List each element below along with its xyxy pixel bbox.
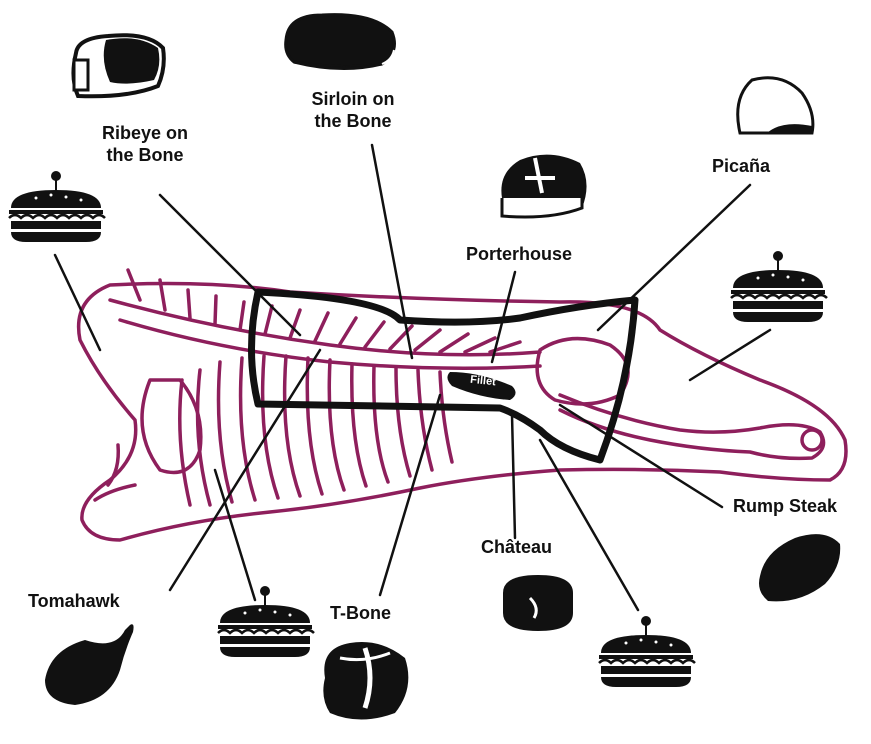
label-sirloin-line-1: Sirloin on [278, 88, 428, 110]
label-rump-steak: Rump Steak [733, 495, 837, 517]
label-sirloin: Sirloin on the Bone [278, 88, 428, 132]
burger-icon [9, 171, 105, 242]
tomahawk-steak-icon [45, 624, 134, 705]
label-ribeye: Ribeye on the Bone [70, 122, 220, 166]
sirloin-steak-icon [286, 15, 395, 69]
rump-steak-icon [759, 534, 840, 601]
label-ribeye-line-2: the Bone [70, 144, 220, 166]
ribeye-steak-icon [73, 35, 163, 96]
tbone-steak-icon [501, 155, 586, 217]
label-tomahawk: Tomahawk [28, 590, 120, 612]
label-t-bone: T-Bone [330, 602, 391, 624]
label-ribeye-line-1: Ribeye on [70, 122, 220, 144]
porterhouse-steak-icon [323, 642, 408, 720]
leader-lines [55, 145, 770, 610]
picana-steak-icon [738, 78, 813, 133]
burger-icon [731, 251, 827, 322]
label-chateau: Château [481, 536, 552, 558]
label-porterhouse: Porterhouse [466, 243, 572, 265]
burger-icon [599, 616, 695, 687]
burger-icon [218, 586, 314, 657]
label-picana: Picaña [712, 155, 770, 177]
chateau-steak-icon [503, 575, 573, 631]
label-sirloin-line-2: the Bone [278, 110, 428, 132]
